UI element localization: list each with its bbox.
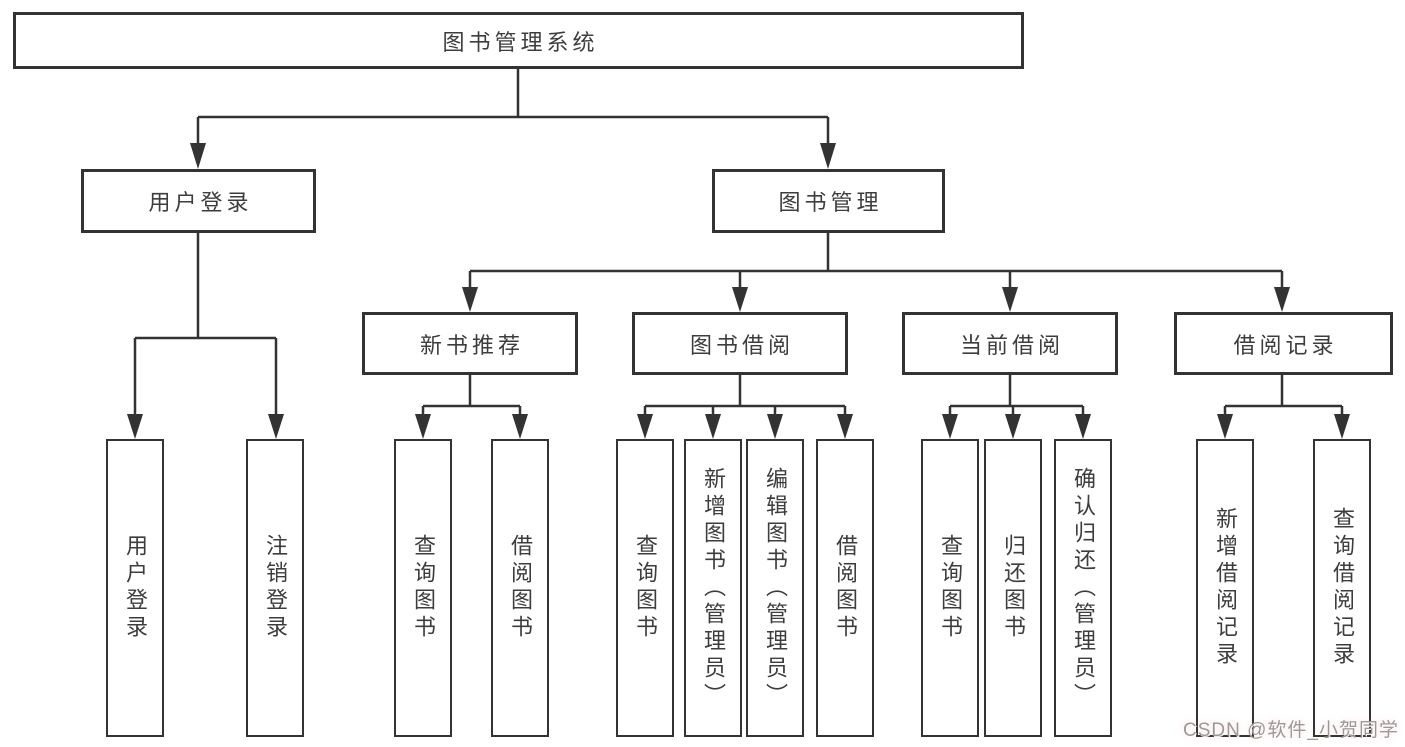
arrowhead-icon xyxy=(1005,414,1021,439)
node-label: 借阅图书 xyxy=(833,534,858,642)
leaf-logout: 注销登录 xyxy=(246,439,304,737)
node-label: 确认归还（管理员） xyxy=(1071,466,1096,710)
leaf-query-books-borrowing: 查询图书 xyxy=(616,439,674,737)
node-label: 借阅图书 xyxy=(508,534,533,642)
node-label: 图书管理 xyxy=(778,190,883,215)
node-user-login: 用户登录 xyxy=(81,169,316,233)
arrowhead-icon xyxy=(1075,414,1091,439)
node-label: 编辑图书（管理员） xyxy=(763,466,788,710)
node-label: 用户登录 xyxy=(123,534,148,642)
node-label: 用户登录 xyxy=(148,190,253,215)
connector-line xyxy=(133,233,278,416)
arrowhead-icon xyxy=(637,414,653,439)
arrowhead-icon xyxy=(415,414,431,439)
node-current-borrowing: 当前借阅 xyxy=(902,312,1118,375)
leaf-confirm-return-admin: 确认归还（管理员） xyxy=(1054,439,1112,737)
connector-line xyxy=(468,233,1284,289)
arrowhead-icon xyxy=(942,414,958,439)
node-label: 图书借阅 xyxy=(689,332,794,358)
arrowhead-icon xyxy=(837,414,853,439)
node-borrowing-records: 借阅记录 xyxy=(1174,312,1393,375)
leaf-query-books-recommend: 查询图书 xyxy=(394,439,452,737)
arrowhead-icon xyxy=(512,414,528,439)
arrowhead-icon xyxy=(1274,287,1290,312)
connector-line xyxy=(1223,375,1344,416)
node-label: 查询图书 xyxy=(938,534,963,642)
connector-line xyxy=(643,375,847,416)
node-label: 借阅记录 xyxy=(1233,332,1338,358)
connector-line xyxy=(421,375,522,416)
leaf-return-book: 归还图书 xyxy=(984,439,1042,737)
node-book-management: 图书管理 xyxy=(712,169,945,233)
leaf-query-books-current: 查询图书 xyxy=(921,439,979,737)
leaf-user-login: 用户登录 xyxy=(106,439,164,737)
leaf-query-borrow-record: 查询借阅记录 xyxy=(1313,439,1371,737)
node-label: 查询图书 xyxy=(411,534,436,642)
node-label: 注销登录 xyxy=(263,534,288,642)
node-new-book-recommend: 新书推荐 xyxy=(362,312,578,375)
arrowhead-icon xyxy=(767,414,783,439)
leaf-edit-book-admin: 编辑图书（管理员） xyxy=(746,439,804,737)
arrowhead-icon xyxy=(705,414,721,439)
arrowhead-icon xyxy=(1002,287,1018,312)
leaf-borrow-books-recommend: 借阅图书 xyxy=(491,439,549,737)
arrowhead-icon xyxy=(1217,414,1233,439)
node-book-borrowing: 图书借阅 xyxy=(632,312,848,375)
leaf-borrow-books-borrowing: 借阅图书 xyxy=(816,439,874,737)
node-label: 新增借阅记录 xyxy=(1213,507,1238,669)
connector-line xyxy=(948,375,1085,416)
leaf-add-book-admin: 新增图书（管理员） xyxy=(684,439,742,737)
arrowhead-icon xyxy=(820,143,836,169)
node-label: 当前借阅 xyxy=(959,332,1064,358)
leaf-add-borrow-record: 新增借阅记录 xyxy=(1196,439,1254,737)
arrowhead-icon xyxy=(127,414,143,439)
node-label: 查询图书 xyxy=(633,534,658,642)
arrowhead-icon xyxy=(1334,414,1350,439)
node-book-management-system: 图书管理系统 xyxy=(13,12,1024,69)
arrowhead-icon xyxy=(462,287,478,312)
node-label: 图书管理系统 xyxy=(442,29,599,55)
node-label: 归还图书 xyxy=(1001,534,1026,642)
arrowhead-icon xyxy=(190,143,206,169)
connector-line xyxy=(196,69,830,146)
arrowhead-icon xyxy=(732,287,748,312)
node-label: 新增图书（管理员） xyxy=(701,466,726,710)
node-label: 查询借阅记录 xyxy=(1330,507,1355,669)
arrowhead-icon xyxy=(268,414,284,439)
node-label: 新书推荐 xyxy=(419,332,524,358)
watermark: CSDN @软件_小贺同学 xyxy=(1183,720,1399,741)
